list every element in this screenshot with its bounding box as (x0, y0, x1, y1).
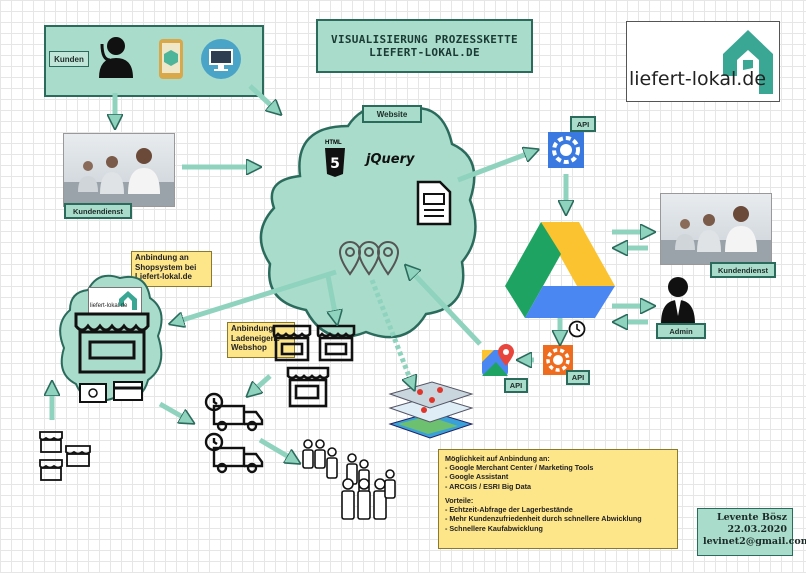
title-line-1: VISUALISIERUNG PROZESSKETTE (331, 33, 518, 46)
vorteile-heading: Vorteile: (445, 495, 474, 505)
house-logo-icon (119, 291, 137, 310)
admin-user-icon (661, 277, 695, 324)
shopsystem-note: Anbindung an Shopsystem bei Liefert-loka… (131, 251, 212, 287)
vorteil-2: - Mehr Kundenzufriedenheit durch schnell… (445, 514, 642, 524)
delivery-trucks-icon (204, 392, 264, 474)
desktop-computer-icon (201, 39, 241, 79)
info-item-2: - Google Assistant (445, 472, 509, 482)
document-icon (416, 180, 452, 226)
call-center-agents-icon (661, 206, 771, 264)
user-headset-icon (99, 37, 133, 78)
svg-text:5: 5 (330, 156, 340, 172)
location-pins-icon (338, 241, 400, 276)
payment-icons (79, 381, 143, 403)
webshop-note-line-3: Webshop (231, 343, 267, 353)
admin-label: Admin (656, 323, 706, 339)
local-shops-icon (272, 324, 356, 408)
customer-service-photo-right (660, 193, 772, 265)
api-label-maps: API (504, 378, 528, 393)
brand-logo: liefert-lokal.de (626, 21, 780, 102)
api-label-gear: API (566, 370, 590, 385)
shopsystem-note-line-1: Anbindung an (135, 253, 189, 262)
shop-logo-badge: liefert-lokal.de (88, 287, 142, 315)
kunden-label: Kunden (49, 51, 89, 67)
author-date: 22.03.2020 (727, 523, 788, 535)
author-email: levinet2@gmail.com (703, 535, 806, 547)
website-label: Website (362, 105, 422, 123)
arrow-trucks-to-customers (258, 437, 294, 460)
google-maps-icon (482, 344, 514, 376)
storefront-icon (74, 312, 150, 374)
arrow-website-to-shop (176, 269, 337, 322)
title-line-2: LIEFERT-LOKAL.DE (369, 46, 480, 59)
arrow-website-to-map-dashed (369, 279, 412, 384)
google-drive-icon (505, 222, 615, 318)
arrow-website-to-webshop (325, 275, 336, 318)
jquery-logo: jQuery (366, 152, 415, 167)
info-item-3: - ARCGIS / ESRI Big Data (445, 481, 531, 491)
clock-icon (568, 320, 586, 338)
smartphone-icon (159, 39, 183, 79)
shopsystem-note-line-2: Shopsystem bei (135, 262, 197, 272)
api-label-top: API (570, 116, 596, 132)
logo-text: liefert-lokal.de (629, 68, 767, 90)
vorteil-3: - Schnellere Kaufabwicklung (445, 523, 543, 533)
shopsystem-note-line-3: Liefert-lokal.de (135, 272, 192, 282)
info-item-1: - Google Merchant Center / Marketing Too… (445, 463, 594, 473)
shop-logo-text: liefert-lokal.de (90, 303, 128, 309)
customer-service-photo-left (63, 133, 175, 207)
webshop-note: Anbindung: Ladeneigene Webshop (227, 322, 295, 358)
kundendienst-label-left: Kundendienst (64, 203, 132, 219)
arrow-kunden-to-website (248, 84, 276, 110)
vorteil-1: - Echtzeit-Abfrage der Lagerbestände (445, 505, 573, 515)
house-logo-icon (723, 30, 773, 94)
arrow-webshop-to-trucks (252, 374, 272, 392)
diagram-title: VISUALISIERUNG PROZESSKETTE LIEFERT-LOKA… (316, 19, 533, 73)
api-gear-icon-blue (548, 132, 584, 168)
small-shops-icon (39, 431, 91, 481)
call-center-agents-icon (64, 148, 174, 206)
info-heading: Möglichkeit auf Anbindung an: (445, 454, 550, 463)
info-box: Möglichkeit auf Anbindung an: - Google M… (438, 449, 678, 549)
html5-label: HTML (325, 140, 342, 146)
html5-icon: 5 (325, 148, 345, 177)
arrow-website-to-api (457, 152, 532, 183)
signature-box: Levente Bösz 22.03.2020 levinet2@gmail.c… (697, 508, 806, 556)
arrow-shop-to-trucks (158, 401, 188, 420)
author-name: Levente Bösz (716, 512, 787, 523)
webshop-note-line-2: Ladeneigene (231, 333, 280, 343)
people-crowd-icon (302, 439, 396, 520)
webshop-note-line-1: Anbindung: (231, 324, 276, 333)
arrow-maps-to-website (410, 270, 482, 346)
kundendienst-label-right: Kundendienst (710, 262, 776, 278)
